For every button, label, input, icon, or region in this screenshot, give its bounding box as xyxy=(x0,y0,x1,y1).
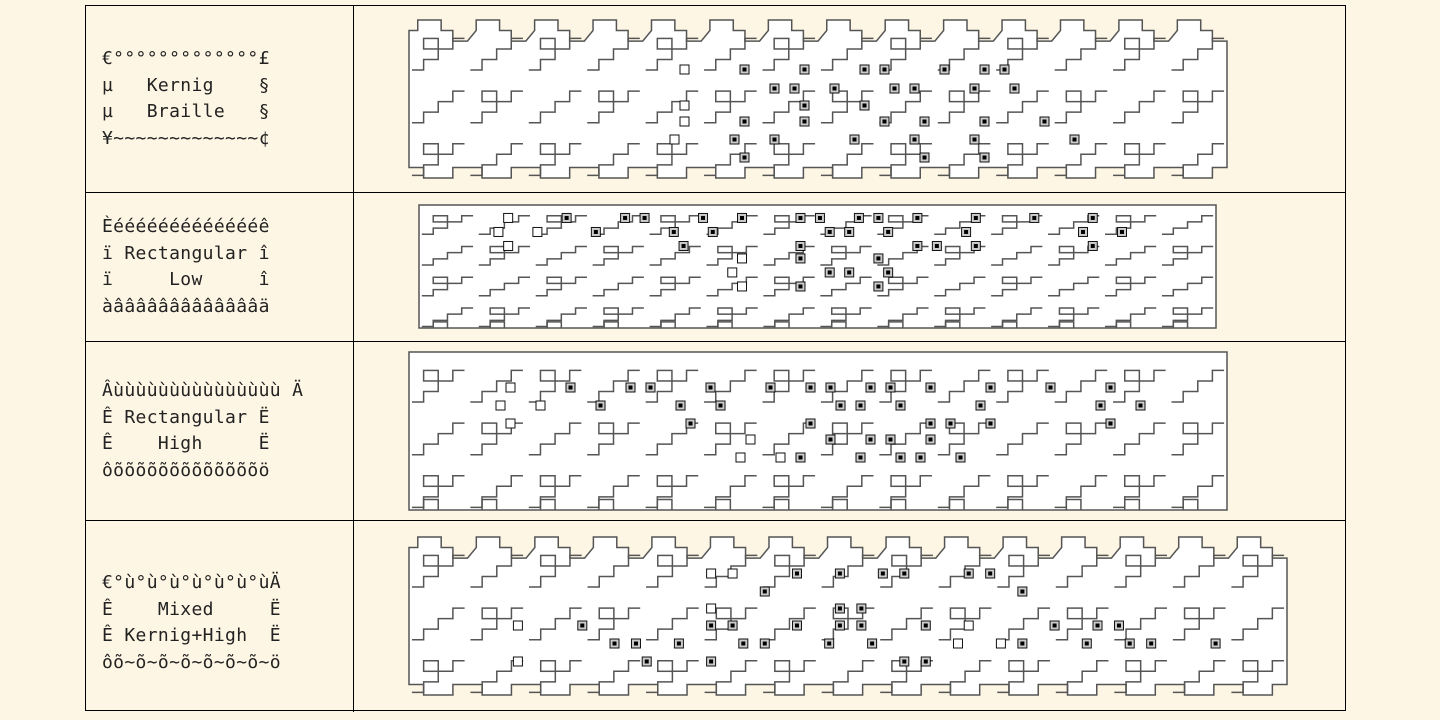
label-line: Âùùùùùùùùùùùùùùù Ä xyxy=(102,380,304,401)
label-line: ôõõõõõõõõõõõõõö xyxy=(102,459,270,481)
maze-cell xyxy=(354,521,1345,712)
label-line: µ Kernig § xyxy=(102,74,270,96)
marker-square xyxy=(535,400,546,411)
marker-square xyxy=(512,620,523,631)
label-cell: Âùùùùùùùùùùùùùùù Ä Ê Rectangular Ë Ê High … xyxy=(86,342,354,520)
maze-cell xyxy=(354,193,1345,341)
label-line: Ê Mixed Ë xyxy=(102,598,281,620)
marker-square xyxy=(963,620,974,631)
marker-square xyxy=(737,281,748,292)
maze-cell xyxy=(354,342,1345,520)
maze-body xyxy=(418,204,1217,329)
maze-graphic xyxy=(408,536,1288,696)
maze-graphic xyxy=(408,351,1228,511)
marker-square xyxy=(679,64,690,75)
marker-square xyxy=(745,434,756,445)
label-cell: Èéééééééééééééê ï Rectangular î ï Low î àââ… xyxy=(86,193,354,341)
marker-square xyxy=(735,452,746,463)
label-line: µ Braille § xyxy=(102,101,270,122)
marker-square xyxy=(737,253,748,264)
label-cell: €°ù°ù°ù°ù°ù°ù°ùÄ Ê Mixed Ë Ê Kernig+High Ë… xyxy=(86,521,354,712)
marker-square xyxy=(505,382,516,393)
row-label: €°ù°ù°ù°ù°ù°ù°ùÄ Ê Mixed Ë Ê Kernig+High Ë… xyxy=(102,570,281,676)
marker-square xyxy=(995,638,1006,649)
label-line: €°°°°°°°°°°°°°£ xyxy=(102,48,270,69)
row-mixed-kernig-high: €°ù°ù°ù°ù°ù°ù°ùÄ Ê Mixed Ë Ê Kernig+High Ë… xyxy=(86,521,1345,712)
maze-body xyxy=(408,351,1228,511)
marker-square xyxy=(503,240,514,251)
marker-square xyxy=(532,226,543,237)
maze-cell xyxy=(354,6,1345,192)
marker-square xyxy=(679,116,690,127)
label-line: Ê Rectangular Ë xyxy=(102,406,270,428)
marker-square xyxy=(952,638,963,649)
marker-square xyxy=(775,452,786,463)
label-line: ï Low î xyxy=(102,269,270,290)
marker-square xyxy=(706,568,717,579)
label-line: àâââââââââââââä xyxy=(102,295,270,317)
maze-body xyxy=(408,19,1228,179)
marker-square xyxy=(669,134,680,145)
maze-body xyxy=(408,536,1288,696)
label-cell: €°°°°°°°°°°°°°£ µ Kernig § µ Braille § ¥~~~… xyxy=(86,6,354,192)
row-rectangular-low: Èéééééééééééééê ï Rectangular î ï Low î àââ… xyxy=(86,193,1345,342)
marker-square xyxy=(727,267,738,278)
marker-square xyxy=(706,603,717,614)
marker-square xyxy=(512,656,523,667)
row-label: Âùùùùùùùùùùùùùùù Ä Ê Rectangular Ë Ê High … xyxy=(102,378,303,484)
marker-square xyxy=(679,100,690,111)
row-label: €°°°°°°°°°°°°°£ µ Kernig § µ Braille § ¥~~~… xyxy=(102,46,270,152)
marker-square xyxy=(493,226,504,237)
label-line: ï Rectangular î xyxy=(102,242,270,264)
marker-square xyxy=(503,212,514,223)
label-line: Èéééééééééééééê xyxy=(102,216,270,237)
row-rectangular-high: Âùùùùùùùùùùùùùùù Ä Ê Rectangular Ë Ê High … xyxy=(86,342,1345,521)
row-kernig-braille: €°°°°°°°°°°°°°£ µ Kernig § µ Braille § ¥~~~… xyxy=(86,6,1345,193)
marker-square xyxy=(727,568,738,579)
marker-square xyxy=(505,418,516,429)
label-line: ¥~~~~~~~~~~~~~¢ xyxy=(102,127,270,149)
maze-graphic xyxy=(408,19,1228,179)
row-label: Èéééééééééééééê ï Rectangular î ï Low î àââ… xyxy=(102,214,270,320)
maze-graphic xyxy=(418,204,1217,329)
marker-square xyxy=(495,400,506,411)
label-line: Ê High Ë xyxy=(102,433,270,454)
label-line: €°ù°ù°ù°ù°ù°ù°ùÄ xyxy=(102,572,281,593)
label-line: Ê Kernig+High Ë xyxy=(102,625,281,646)
comparison-grid: €°°°°°°°°°°°°°£ µ Kernig § µ Braille § ¥~~~… xyxy=(85,5,1346,712)
label-line: ôõ~õ~õ~õ~õ~õ~õ~ö xyxy=(102,651,281,673)
